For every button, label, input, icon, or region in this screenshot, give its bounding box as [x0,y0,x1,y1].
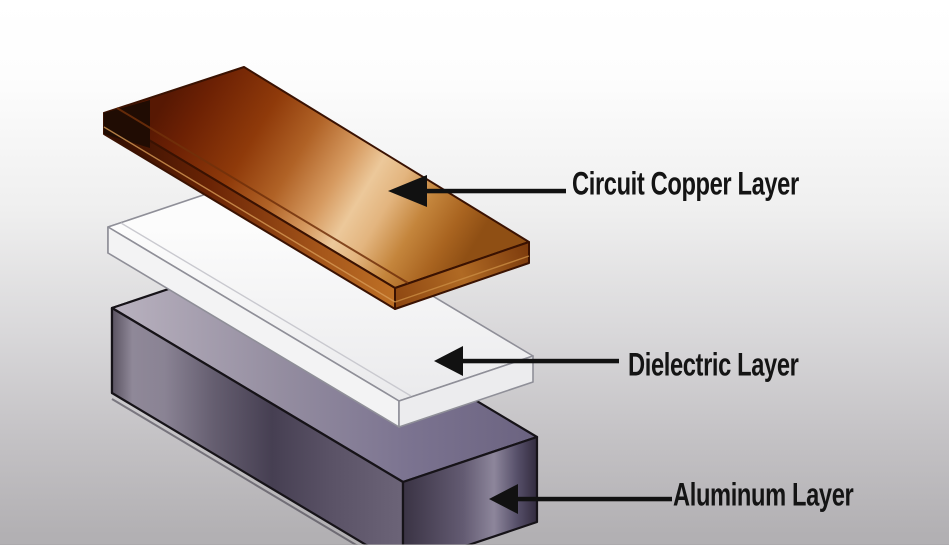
aluminum-arrow-left-icon [489,484,672,514]
aluminum-front-face [110,306,405,552]
copper-bevel-line [116,107,409,284]
bottom-strip-hairline [0,544,949,545]
copper-arrow-left-icon [388,175,566,207]
aluminum-right-end-face [401,435,539,552]
copper-left-end-face [104,100,150,148]
bottom-white-strip [0,545,949,552]
copper-side-highlight-line [103,126,396,303]
dielectric-right-end-face [398,355,534,428]
dielectric-bevel-line [120,222,412,397]
copper-end-highlight-line [394,255,530,303]
aluminum-layer-label: Aluminum Layer [673,476,854,513]
dielectric-layer-label: Dielectric Layer [628,346,799,383]
copper-layer-shape [103,66,530,310]
dielectric-arrow-left-icon [434,346,619,376]
dielectric-layer-shape [107,181,534,428]
circuit-copper-layer-label: Circuit Copper Layer [572,165,799,202]
